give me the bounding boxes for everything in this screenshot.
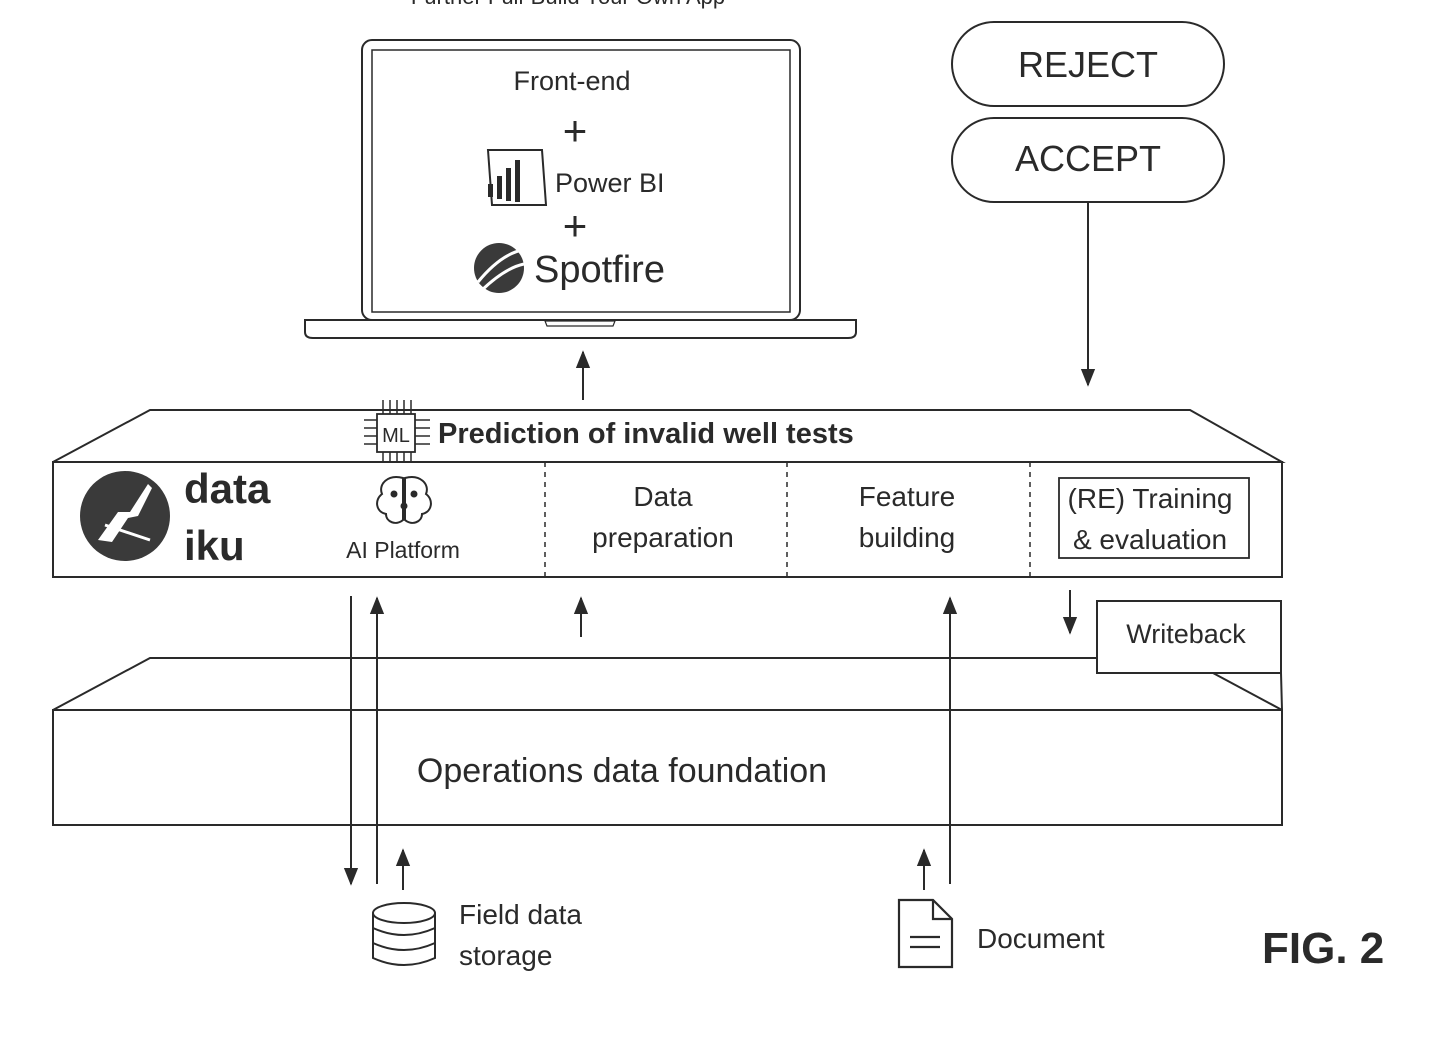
operations-foundation-slab: [53, 658, 1282, 825]
powerbi-icon: [488, 150, 546, 205]
platform-title: Prediction of invalid well tests: [438, 418, 854, 450]
laptop-caption: Further Full-Build Your Own App: [411, 0, 725, 9]
data-prep-label-line2: preparation: [592, 522, 734, 553]
foundation-label: Operations data foundation: [417, 752, 827, 790]
dataiku-wordmark-line1: data: [184, 465, 271, 512]
laptop: Front-end + Power BI + Spotfire: [305, 40, 856, 338]
training-label-line2: & evaluation: [1073, 524, 1227, 555]
spotfire-icon: [474, 243, 524, 293]
laptop-notch: [545, 321, 615, 326]
writeback-label: Writeback: [1126, 619, 1246, 649]
database-icon: [373, 903, 435, 965]
frontend-label: Front-end: [513, 66, 630, 96]
spotfire-label: Spotfire: [534, 249, 665, 291]
ml-chip-label: ML: [382, 425, 410, 447]
feature-building-label-line2: building: [859, 522, 956, 553]
dataiku-wordmark-line2: iku: [184, 522, 245, 569]
training-label-line1: (RE) Training: [1068, 483, 1233, 514]
document-label: Document: [977, 923, 1105, 954]
reject-label: REJECT: [1018, 44, 1158, 85]
laptop-base: [305, 320, 856, 338]
powerbi-label: Power BI: [555, 168, 665, 198]
dataiku-logo-icon: [80, 471, 170, 561]
data-prep-label-line1: Data: [633, 481, 693, 512]
plus-sign-2: +: [563, 202, 588, 249]
ai-brain-icon: [377, 477, 431, 523]
figure-label: FIG. 2: [1262, 924, 1384, 973]
document-icon: [899, 900, 952, 967]
reject-pill: REJECT: [952, 22, 1224, 106]
field-data-label-line1: Field data: [459, 899, 582, 930]
feature-building-label-line1: Feature: [859, 481, 956, 512]
field-data-label-line2: storage: [459, 940, 552, 971]
ai-platform-label: AI Platform: [346, 537, 460, 563]
plus-sign-1: +: [563, 107, 588, 154]
accept-label: ACCEPT: [1015, 138, 1161, 179]
accept-pill: ACCEPT: [952, 118, 1224, 202]
